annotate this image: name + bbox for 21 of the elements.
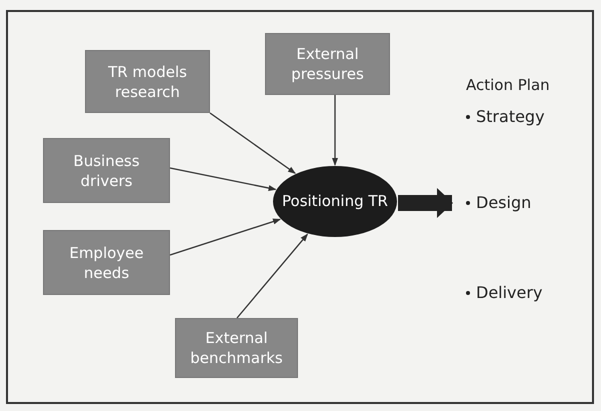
- process-box: [175, 318, 298, 378]
- process-box: [85, 50, 210, 113]
- node-text: Positioning TR: [282, 192, 388, 211]
- node-text: Business drivers: [72, 150, 141, 190]
- node-text: External pressures: [290, 44, 365, 84]
- list-item: Strategy: [476, 106, 545, 128]
- list-heading: Action Plan: [466, 75, 550, 96]
- list-item: Design: [476, 192, 532, 214]
- arrow: [236, 234, 308, 318]
- arrow: [170, 218, 281, 256]
- list-item: Delivery: [476, 282, 542, 304]
- arrow: [170, 167, 277, 191]
- process-box: [265, 33, 390, 95]
- node-text: TR models research: [107, 62, 188, 102]
- thick-arrow: [398, 188, 453, 218]
- node-text: External benchmarks: [189, 328, 284, 368]
- process-box: [43, 230, 170, 295]
- arrow: [332, 95, 338, 166]
- arrow: [210, 112, 296, 174]
- process-box: [43, 138, 170, 203]
- node-text: Employee needs: [68, 242, 145, 282]
